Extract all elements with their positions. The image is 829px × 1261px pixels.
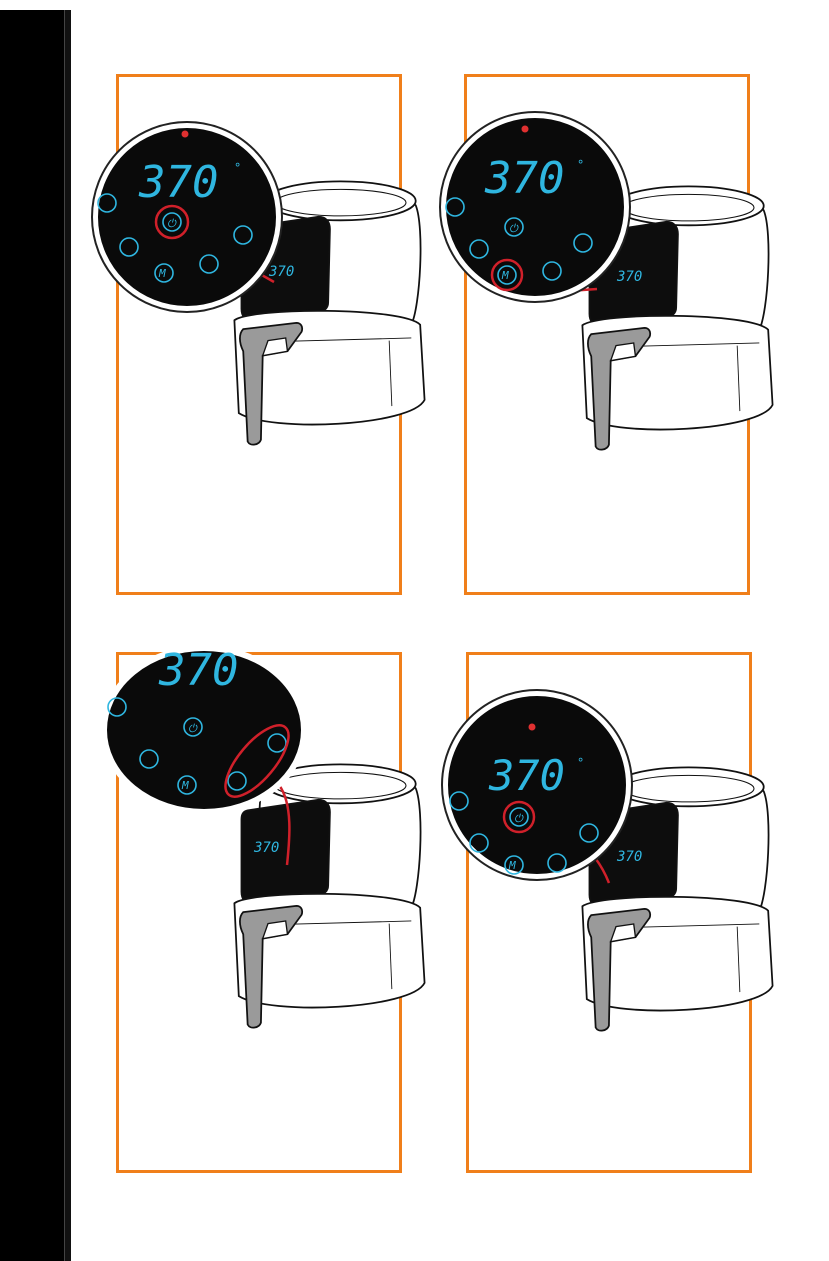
lcd-temperature: 370 xyxy=(138,157,218,208)
small-lcd-readout: 370 xyxy=(616,849,642,865)
air-fryer-illustration: 370 370 ° ⏻ M xyxy=(469,655,759,1055)
zoom-circle: 370 ⏻ M xyxy=(104,645,304,812)
zoom-circle: 370 ° ⏻ M xyxy=(440,112,630,302)
small-lcd-readout: 370 xyxy=(253,840,279,856)
air-fryer-illustration: 370 370 ° ⏻ M xyxy=(119,77,409,477)
small-lcd-readout: 370 xyxy=(268,264,294,280)
instruction-panel-4: 370 370 ° ⏻ M xyxy=(466,652,752,1173)
degree-mark: ° xyxy=(577,756,584,770)
fan-indicator-icon xyxy=(182,131,189,138)
svg-text:M: M xyxy=(181,779,189,792)
instruction-panel-2: 370 370 ° ⏻ M xyxy=(464,74,750,595)
instruction-panel-3: 370 370 ⏻ M xyxy=(116,652,402,1173)
lcd-temperature: 370 xyxy=(488,751,565,800)
black-sidebar-tab xyxy=(0,10,70,1261)
svg-text:M: M xyxy=(158,267,166,280)
zoom-circle: 370 ° ⏻ M xyxy=(442,690,632,880)
degree-mark: ° xyxy=(234,161,241,175)
air-fryer-illustration: 370 370 ⏻ M xyxy=(119,655,409,1055)
lcd-temperature: 370 xyxy=(158,645,238,696)
zoom-circle: 370 ° ⏻ M xyxy=(92,122,282,312)
fan-indicator-icon xyxy=(529,724,536,731)
svg-text:⏻: ⏻ xyxy=(514,812,524,825)
fan-indicator-icon xyxy=(522,126,529,133)
svg-text:M: M xyxy=(501,269,509,282)
svg-text:M: M xyxy=(508,859,516,872)
air-fryer-illustration: 370 370 ° ⏻ M xyxy=(467,77,757,477)
svg-text:⏻: ⏻ xyxy=(167,217,177,230)
instruction-panel-1: 370 370 ° ⏻ M xyxy=(116,74,402,595)
svg-text:⏻: ⏻ xyxy=(509,222,519,235)
sidebar-edge xyxy=(64,10,71,1261)
degree-mark: ° xyxy=(577,158,584,172)
svg-text:⏻: ⏻ xyxy=(188,722,198,735)
small-lcd-readout: 370 xyxy=(616,269,642,285)
lcd-temperature: 370 xyxy=(484,153,564,204)
